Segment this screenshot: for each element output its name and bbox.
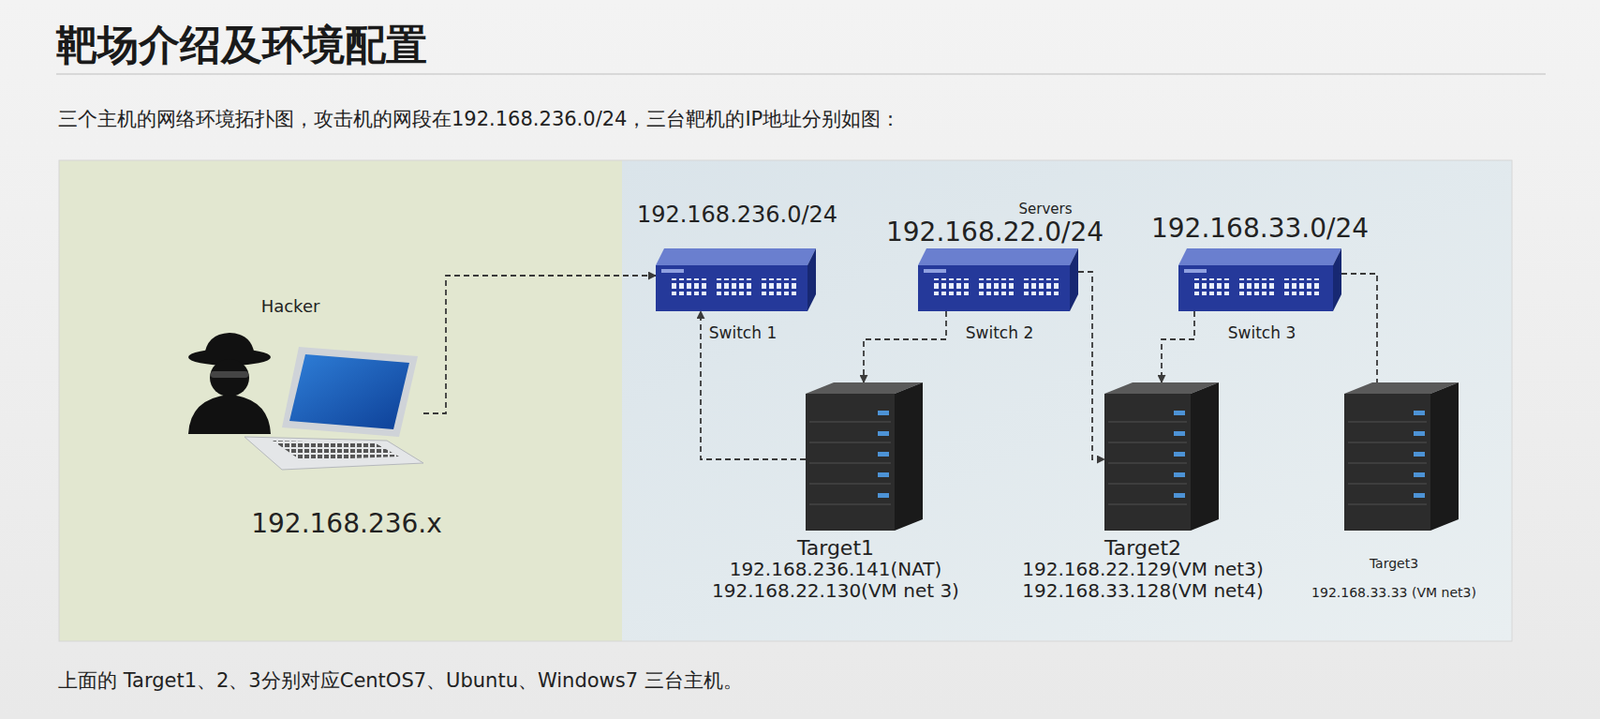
network-switch: 192.168.22.0/24Switch 2 — [918, 248, 1079, 312]
ip-label: 192.168.22.130(VM net 3) — [711, 580, 960, 600]
host-name: Target2 — [1104, 537, 1182, 559]
page-caption: 上面的 Target1、2、3分别对应CentOS7、Ubuntu、Window… — [58, 670, 743, 691]
hacker-figure — [188, 332, 271, 434]
subnet-label: 192.168.22.0/24 — [886, 219, 1104, 246]
page-title: 靶场介绍及环境配置 — [56, 24, 428, 66]
network-switch: 192.168.33.0/24Switch 3 — [1178, 248, 1342, 312]
switch-name: Switch 2 — [965, 325, 1034, 341]
switch-icon — [918, 248, 1079, 312]
network-link — [423, 275, 656, 414]
network-link — [1161, 311, 1195, 383]
panel-border — [59, 160, 1512, 641]
subnet-label: 192.168.236.0/24 — [637, 203, 838, 226]
network-switch: 192.168.236.0/24Switch 1 — [655, 248, 816, 312]
switch-name: Switch 1 — [709, 325, 777, 341]
intro-text: 三个主机的网络环境拓扑图，攻击机的网段在192.168.236.0/24，三台靶… — [58, 109, 901, 130]
target-server: Target1192.168.236.141(NAT)192.168.22.13… — [805, 382, 923, 531]
ip-label: 192.168.236.141(NAT) — [729, 559, 943, 578]
server-icon — [1104, 382, 1219, 531]
ip-label: 192.168.33.128(VM net4) — [1022, 580, 1264, 600]
role-label: Hacker — [261, 297, 321, 315]
server-icon — [1344, 382, 1459, 531]
hacker-laptop: Hacker192.168.236.x — [244, 346, 424, 470]
attacker-zone — [59, 160, 623, 641]
network-link — [863, 311, 947, 383]
switch-name: Switch 3 — [1228, 325, 1296, 341]
ip-label: 192.168.33.33 (VM net3) — [1311, 585, 1477, 599]
group-label: Servers — [1018, 202, 1072, 217]
target-server: Target3192.168.33.33 (VM net3) — [1344, 382, 1459, 531]
host-name: Target1 — [797, 537, 875, 559]
switch-icon — [655, 248, 816, 312]
laptop-icon — [244, 346, 424, 470]
ip-label: 192.168.236.x — [251, 510, 443, 537]
subnet-label: 192.168.33.0/24 — [1151, 215, 1369, 242]
title-rule — [56, 73, 1546, 75]
network-link — [1341, 273, 1378, 383]
target-server: Target2192.168.22.129(VM net3)192.168.33… — [1104, 382, 1219, 531]
network-link — [700, 311, 806, 460]
network-link — [1078, 271, 1105, 460]
server-zone — [622, 160, 1512, 641]
host-name: Target3 — [1369, 556, 1419, 570]
server-icon — [805, 382, 923, 531]
ip-label: 192.168.22.129(VM net3) — [1022, 559, 1264, 578]
switch-icon — [1178, 248, 1342, 312]
